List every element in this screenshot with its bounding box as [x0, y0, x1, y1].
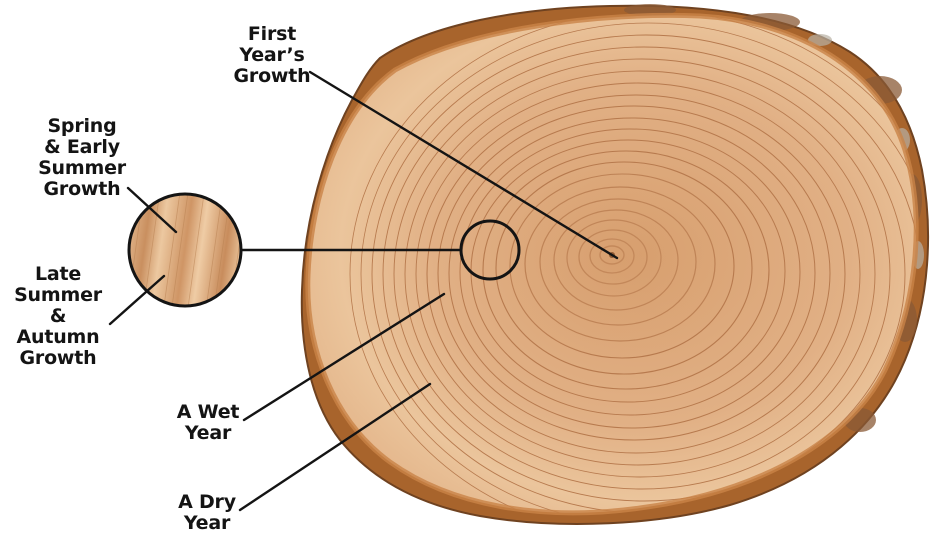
late-summer-leader — [110, 276, 164, 324]
late-summer-autumn-label: Late Summer & Autumn Growth — [8, 264, 108, 369]
wet-year-label: A Wet Year — [168, 402, 248, 444]
first-year-growth-label: First Year’s Growth — [222, 24, 322, 87]
spring-early-summer-label: Spring & Early Summer Growth — [22, 116, 142, 200]
dry-year-label: A Dry Year — [170, 492, 244, 534]
